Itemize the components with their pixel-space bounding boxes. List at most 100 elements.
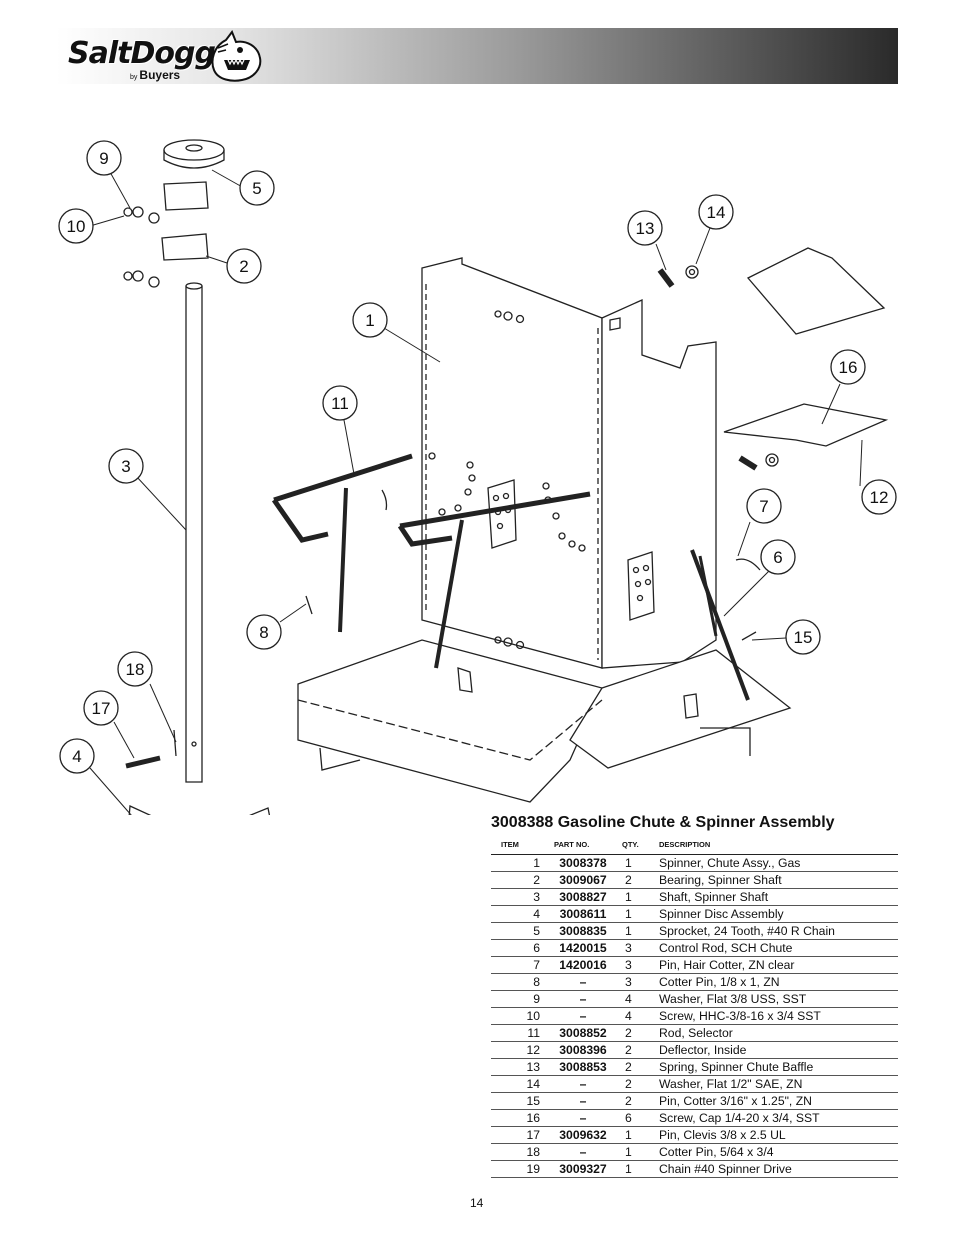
row-item: 17 [491, 1126, 546, 1144]
callout-13: 13 [627, 210, 663, 246]
callout-10: 10 [58, 208, 94, 244]
row-part-no: 3008835 [546, 922, 620, 940]
col-qty: QTY. [620, 835, 653, 855]
chute-assembly-drawing [297, 257, 792, 803]
callout-1: 1 [352, 302, 388, 338]
svg-text:11: 11 [331, 394, 349, 413]
row-qty: 4 [620, 990, 653, 1008]
svg-text:1: 1 [365, 311, 374, 330]
row-description: Pin, Hair Cotter, ZN clear [653, 956, 898, 974]
row-part-no: 3008852 [546, 1024, 620, 1042]
row-item: 6 [491, 939, 546, 957]
callout-17: 17 [83, 690, 119, 726]
row-part-no: 3009327 [546, 1160, 620, 1178]
svg-text:16: 16 [839, 358, 858, 377]
spinner-disc-drawing [128, 805, 271, 815]
row-qty: 6 [620, 1109, 653, 1127]
svg-text:10: 10 [67, 217, 86, 236]
row-part-no: 3008396 [546, 1041, 620, 1059]
callout-11: 11 [322, 385, 358, 421]
row-item: 9 [491, 990, 546, 1008]
col-item: ITEM [491, 835, 546, 855]
pins-drawing [125, 489, 761, 769]
row-qty: 3 [620, 956, 653, 974]
callout-bubbles: 1 2 3 4 5 6 7 8 9 10 11 12 13 14 15 16 1… [58, 140, 897, 774]
svg-text:4: 4 [72, 747, 81, 766]
callout-18: 18 [117, 651, 153, 687]
svg-text:9: 9 [99, 149, 108, 168]
row-item: 5 [491, 922, 546, 940]
row-item: 1 [491, 854, 546, 872]
row-item: 13 [491, 1058, 546, 1076]
row-item: 11 [491, 1024, 546, 1042]
row-part-no: 1420016 [546, 956, 620, 974]
svg-text:2: 2 [239, 257, 248, 276]
row-description: Shaft, Spinner Shaft [653, 888, 898, 906]
row-qty: 2 [620, 1075, 653, 1093]
sprocket-and-bearings-drawing [123, 139, 225, 288]
svg-text:8: 8 [259, 623, 268, 642]
svg-text:6: 6 [773, 548, 782, 567]
row-part-no: 3008827 [546, 888, 620, 906]
col-part-no: PART NO. [546, 835, 620, 855]
row-description: Spinner, Chute Assy., Gas [653, 854, 898, 872]
row-description: Control Rod, SCH Chute [653, 939, 898, 957]
row-qty: 2 [620, 1041, 653, 1059]
row-item: 14 [491, 1075, 546, 1093]
row-qty: 1 [620, 905, 653, 923]
row-description: Chain #40 Spinner Drive [653, 1160, 898, 1178]
svg-text:17: 17 [92, 699, 111, 718]
callout-14: 14 [698, 194, 734, 230]
svg-text:5: 5 [252, 179, 261, 198]
row-item: 10 [491, 1007, 546, 1025]
svg-text:13: 13 [636, 219, 655, 238]
row-qty: 3 [620, 973, 653, 991]
row-part-no: 3008611 [546, 905, 620, 923]
page-number: 14 [470, 1196, 484, 1210]
row-qty: 2 [620, 1092, 653, 1110]
deflectors-drawing [657, 247, 889, 471]
row-item: 12 [491, 1041, 546, 1059]
row-description: Spring, Spinner Chute Baffle [653, 1058, 898, 1076]
row-qty: 2 [620, 1024, 653, 1042]
row-qty: 4 [620, 1007, 653, 1025]
row-qty: 1 [620, 1126, 653, 1144]
row-part-no: – [546, 1007, 620, 1025]
row-description: Cotter Pin, 1/8 x 1, ZN [653, 973, 898, 991]
dog-mascot-icon [211, 30, 262, 82]
row-description: Washer, Flat 1/2" SAE, ZN [653, 1075, 898, 1093]
row-part-no: – [546, 1109, 620, 1127]
row-part-no: – [546, 973, 620, 991]
row-part-no: 3008853 [546, 1058, 620, 1076]
parts-table-header: ITEM PART NO. QTY. DESCRIPTION [491, 835, 898, 855]
callout-7: 7 [746, 488, 782, 524]
row-description: Bearing, Spinner Shaft [653, 871, 898, 889]
svg-text:12: 12 [870, 488, 889, 507]
row-description: Cotter Pin, 5/64 x 3/4 [653, 1143, 898, 1161]
row-item: 4 [491, 905, 546, 923]
row-part-no: – [546, 1075, 620, 1093]
row-part-no: 1420015 [546, 939, 620, 957]
svg-text:7: 7 [759, 497, 768, 516]
col-description: DESCRIPTION [653, 835, 898, 855]
row-description: Screw, HHC-3/8-16 x 3/4 SST [653, 1007, 898, 1025]
callout-5: 5 [239, 170, 275, 206]
row-qty: 3 [620, 939, 653, 957]
